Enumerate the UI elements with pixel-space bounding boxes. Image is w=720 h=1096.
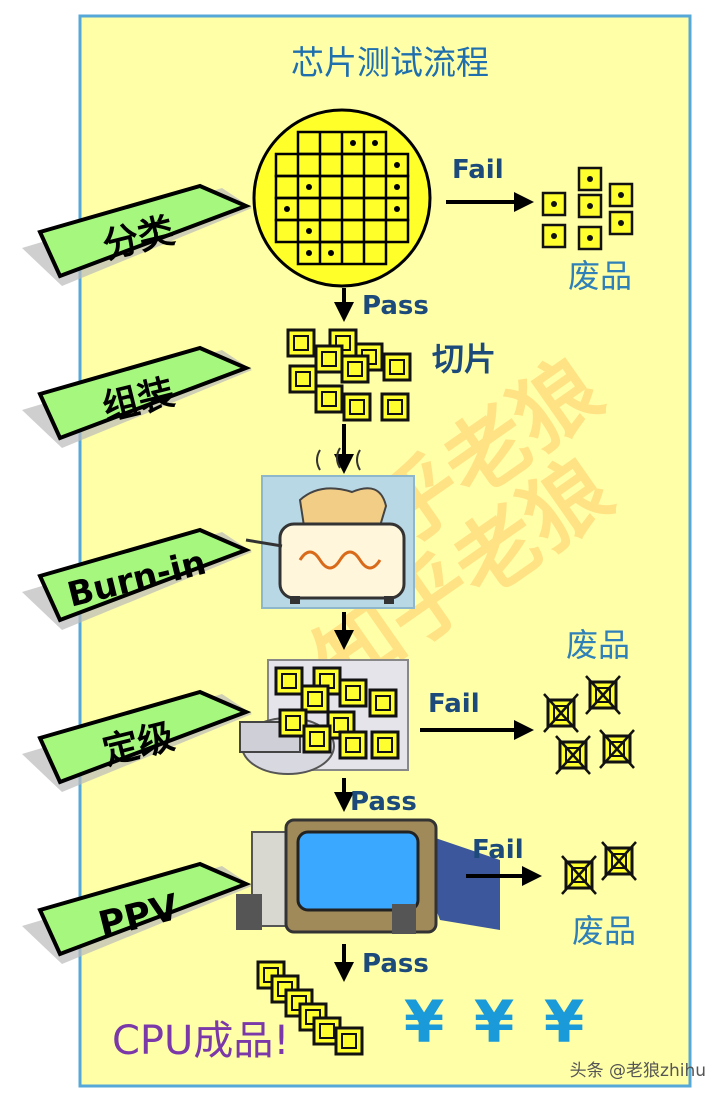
wafer-icon — [252, 108, 432, 288]
fail-label-2: Fail — [428, 689, 480, 719]
slice-label: 切片 — [432, 340, 496, 378]
yen-1: ¥ — [404, 988, 444, 1056]
pass-label-3: Pass — [362, 949, 429, 979]
toaster-icon — [245, 447, 415, 609]
stage-arrow-sort: 分类 — [22, 183, 252, 286]
stage-arrow-burnin: Burn-in — [22, 527, 252, 630]
stage-arrow-assembly: 组装 — [22, 345, 252, 448]
waste-label-1: 废品 — [568, 257, 632, 295]
diagram-title: 芯片测试流程 — [291, 43, 489, 82]
yen-2: ¥ — [474, 988, 514, 1056]
pass-label-2: Pass — [350, 787, 417, 817]
fail-label-1: Fail — [452, 155, 504, 185]
credit-watermark: 头条 @老狼zhihu — [570, 1061, 706, 1081]
pass-label-1: Pass — [362, 291, 429, 321]
yen-3: ¥ — [544, 988, 584, 1056]
stage-arrow-ppv: PPV — [22, 861, 252, 964]
tester-machine-icon — [239, 659, 409, 775]
fail-label-3: Fail — [472, 835, 524, 865]
waste-label-3: 废品 — [572, 912, 636, 950]
computer-icon — [236, 818, 500, 934]
stage-arrow-grading: 定级 — [22, 689, 252, 792]
waste-label-2: 废品 — [566, 626, 630, 664]
cpu-done-label: CPU成品! — [112, 1018, 289, 1064]
